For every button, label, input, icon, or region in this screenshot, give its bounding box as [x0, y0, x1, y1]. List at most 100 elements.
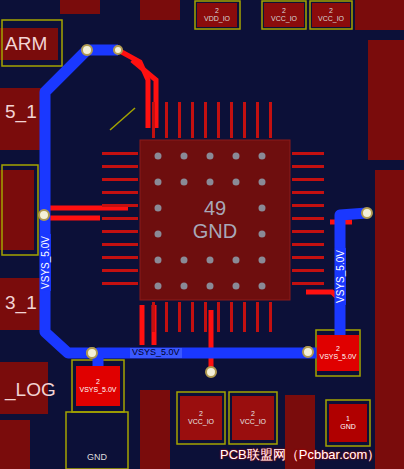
pcb-shape	[303, 347, 313, 357]
watermark: PCB联盟网（Pcbbar.com）	[218, 448, 382, 462]
pcb-shape	[326, 400, 370, 446]
pcb-shape	[181, 257, 188, 264]
pcb-shape	[191, 302, 194, 332]
pcb-shape	[207, 179, 214, 186]
pcb-shape	[66, 412, 128, 469]
pcb-shape	[207, 153, 214, 160]
pcb-shape	[207, 257, 214, 264]
pcb-shape	[0, 28, 58, 60]
pcb-shape	[310, 1, 352, 29]
pcb-shape	[140, 390, 170, 469]
part-name: _LOG	[3, 380, 58, 401]
pcb-shape	[140, 140, 290, 300]
pcb-shape	[140, 305, 145, 345]
pad: 2VCC_IO	[264, 3, 304, 27]
pcb-shape	[39, 210, 49, 220]
pcb-shape	[316, 330, 360, 376]
pcb-shape	[2, 20, 62, 66]
pcb-shape	[355, 0, 404, 30]
pcb-shape	[292, 178, 324, 181]
pcb-shape	[292, 256, 324, 259]
net-name: VCC_IO	[240, 418, 266, 426]
part-name: 3_1	[3, 293, 39, 314]
part-name: 5_1	[3, 102, 39, 123]
pcb-shape	[102, 165, 138, 168]
net-name: VCC_IO	[271, 15, 297, 23]
pcb-shape	[45, 50, 92, 353]
pcb-shape	[87, 348, 97, 358]
pcb-shape	[72, 360, 124, 412]
pcb-shape	[195, 1, 240, 29]
net-name: VCC_IO	[188, 418, 214, 426]
pcb-shape	[181, 283, 188, 290]
pcb-shape	[2, 165, 38, 255]
pcb-shape	[82, 45, 92, 55]
pcb-shape	[140, 0, 180, 20]
pcb-shape	[259, 179, 266, 186]
pin-number: 1	[346, 415, 350, 423]
pcb-shape	[114, 46, 122, 54]
pin-number: 2	[199, 410, 203, 418]
pcb-shape	[102, 204, 138, 207]
pcb-shape	[256, 102, 259, 138]
pcb-shape	[229, 392, 277, 444]
pcb-shape	[165, 302, 168, 332]
pad: 2VCC_IO	[232, 396, 274, 440]
pcb-shape	[292, 165, 324, 168]
chip-artwork	[102, 102, 324, 332]
net-name: VSYS_5.0V	[80, 386, 117, 394]
pcb-shape	[155, 205, 162, 212]
pcb-shape	[262, 1, 306, 29]
pcb-shape	[259, 283, 266, 290]
pcb-shape	[204, 102, 207, 138]
pcb-shape	[155, 231, 162, 238]
pcb-shape	[110, 108, 135, 130]
pcb-shape	[243, 102, 246, 138]
vias	[39, 45, 372, 377]
pcb-shape	[102, 191, 138, 194]
pcb-shape	[152, 302, 155, 332]
pcb-shape	[362, 208, 372, 218]
pcb-shape	[243, 302, 246, 332]
pcb-shape	[0, 420, 30, 469]
pcb-shape	[209, 310, 214, 372]
pcb-shape	[102, 217, 138, 220]
pcb-shape	[259, 231, 266, 238]
pcb-shape	[256, 302, 259, 332]
pcb-shape	[102, 269, 138, 272]
pcb-shape	[368, 40, 404, 160]
net-name: VSYS_5.0V	[334, 248, 345, 305]
pcb-shape	[87, 348, 97, 358]
pcb-shape	[217, 102, 220, 138]
net-name: VSYS_5.0V	[320, 353, 357, 361]
chip-body: 49GND	[140, 140, 290, 300]
pad: 2VSYS_5.0V	[317, 335, 360, 371]
pad: 2VCC_IO	[312, 3, 350, 27]
pcb-shape	[48, 216, 100, 221]
pcb-shape	[0, 88, 42, 150]
pcb-shape	[102, 178, 138, 181]
pcb-shape	[102, 243, 138, 246]
blue-trace	[45, 50, 367, 353]
pcb-shape	[292, 152, 324, 155]
net-name: VSYS_5.0V	[130, 348, 182, 358]
pcb-shape	[102, 230, 138, 233]
pcb-shape	[269, 302, 272, 332]
net-name: GND	[85, 453, 109, 463]
pcb-shape	[206, 367, 216, 377]
pin-number: 2	[251, 410, 255, 418]
silkscreen-outlines	[2, 1, 370, 469]
part-name: ARM	[3, 34, 49, 55]
pcb-shape	[0, 170, 34, 250]
pcb-shape	[217, 302, 220, 332]
net-name: GND	[193, 220, 237, 243]
pcb-shape	[102, 282, 138, 285]
pcb-shape	[292, 217, 324, 220]
pcb-shape	[155, 179, 162, 186]
pcb-shape	[102, 152, 138, 155]
pcb-shape	[102, 256, 138, 259]
pcb-shape	[155, 153, 162, 160]
pcb-shape	[259, 257, 266, 264]
pcb-shape	[181, 179, 188, 186]
pcb-shape	[191, 102, 194, 138]
